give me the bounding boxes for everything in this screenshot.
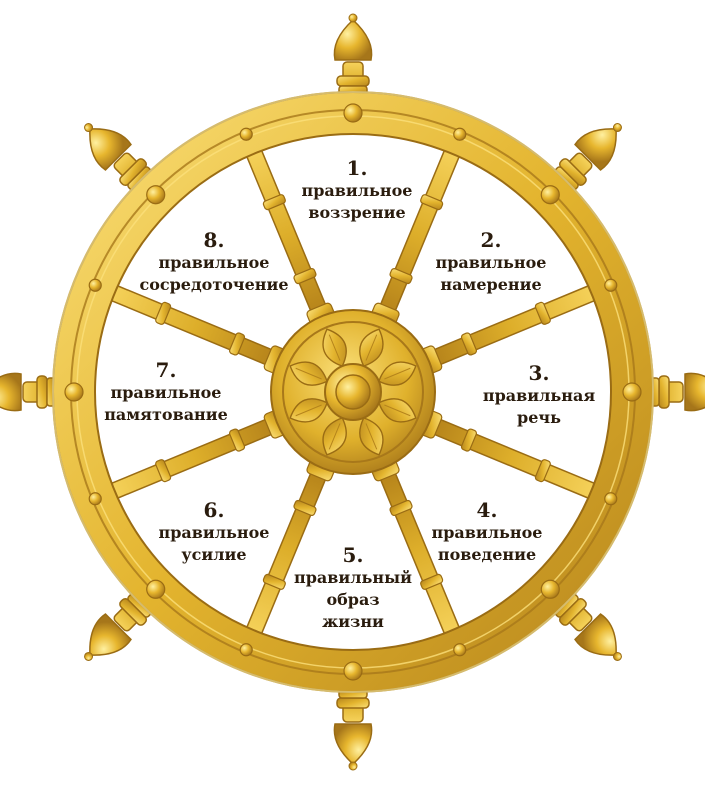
lotus-petal	[289, 361, 329, 386]
lotus-hub	[270, 309, 436, 475]
lotus-petals	[289, 328, 417, 456]
lotus-petal	[322, 416, 347, 456]
rivet	[88, 492, 102, 506]
rivet	[88, 278, 102, 292]
lotus-petal	[377, 361, 417, 386]
segment-1-text: правильное воззрение	[301, 181, 413, 222]
segment-8-number: 8.	[203, 228, 225, 252]
segment-1-label: 1. правильное воззрение	[302, 156, 413, 224]
segment-7-text: правильное памятование	[104, 383, 228, 424]
segment-4-number: 4.	[476, 498, 498, 522]
segment-2-text: правильное намерение	[435, 253, 547, 294]
segment-8-text: правильное сосредоточение	[139, 253, 289, 294]
rivet	[622, 382, 642, 402]
lotus-petal	[322, 328, 347, 368]
segment-3-label: 3. правильная речь	[483, 361, 595, 429]
rivet	[540, 579, 560, 599]
segment-3-number: 3.	[528, 361, 550, 385]
segment-4-label: 4. правильное поведение	[432, 498, 543, 566]
rivet	[343, 661, 363, 681]
rivet	[64, 382, 84, 402]
segment-2-number: 2.	[480, 228, 502, 252]
segment-5-number: 5.	[342, 543, 364, 567]
segment-6-number: 6.	[203, 498, 225, 522]
rivet	[239, 643, 253, 657]
segment-7-number: 7.	[155, 358, 177, 382]
segment-6-text: правильное усилие	[158, 523, 270, 564]
rivet	[146, 185, 166, 205]
rivet	[604, 492, 618, 506]
rim-rivets	[64, 103, 642, 681]
segment-3-text: правильная речь	[482, 386, 596, 427]
segment-2-label: 2. правильное намерение	[436, 228, 547, 296]
segment-4-text: правильное поведение	[431, 523, 543, 564]
rivet	[453, 643, 467, 657]
handle	[333, 13, 373, 103]
segment-1-number: 1.	[346, 156, 368, 180]
segment-6-label: 6. правильное усилие	[159, 498, 270, 566]
rivet	[239, 127, 253, 141]
segment-7-label: 7. правильное памятование	[104, 358, 228, 426]
lotus-petal	[359, 328, 384, 368]
segment-5-text: правильный образ жизни	[293, 568, 413, 631]
rivet	[146, 579, 166, 599]
segment-5-label: 5. правильный образ жизни	[294, 543, 412, 633]
handle	[333, 681, 373, 771]
rivet	[453, 127, 467, 141]
rivet	[604, 278, 618, 292]
segment-8-label: 8. правильное сосредоточение	[139, 228, 288, 296]
rivet	[540, 185, 560, 205]
lotus-petal	[377, 398, 417, 423]
lotus-petal	[359, 416, 384, 456]
lotus-petal	[289, 398, 329, 423]
rivet	[343, 103, 363, 123]
